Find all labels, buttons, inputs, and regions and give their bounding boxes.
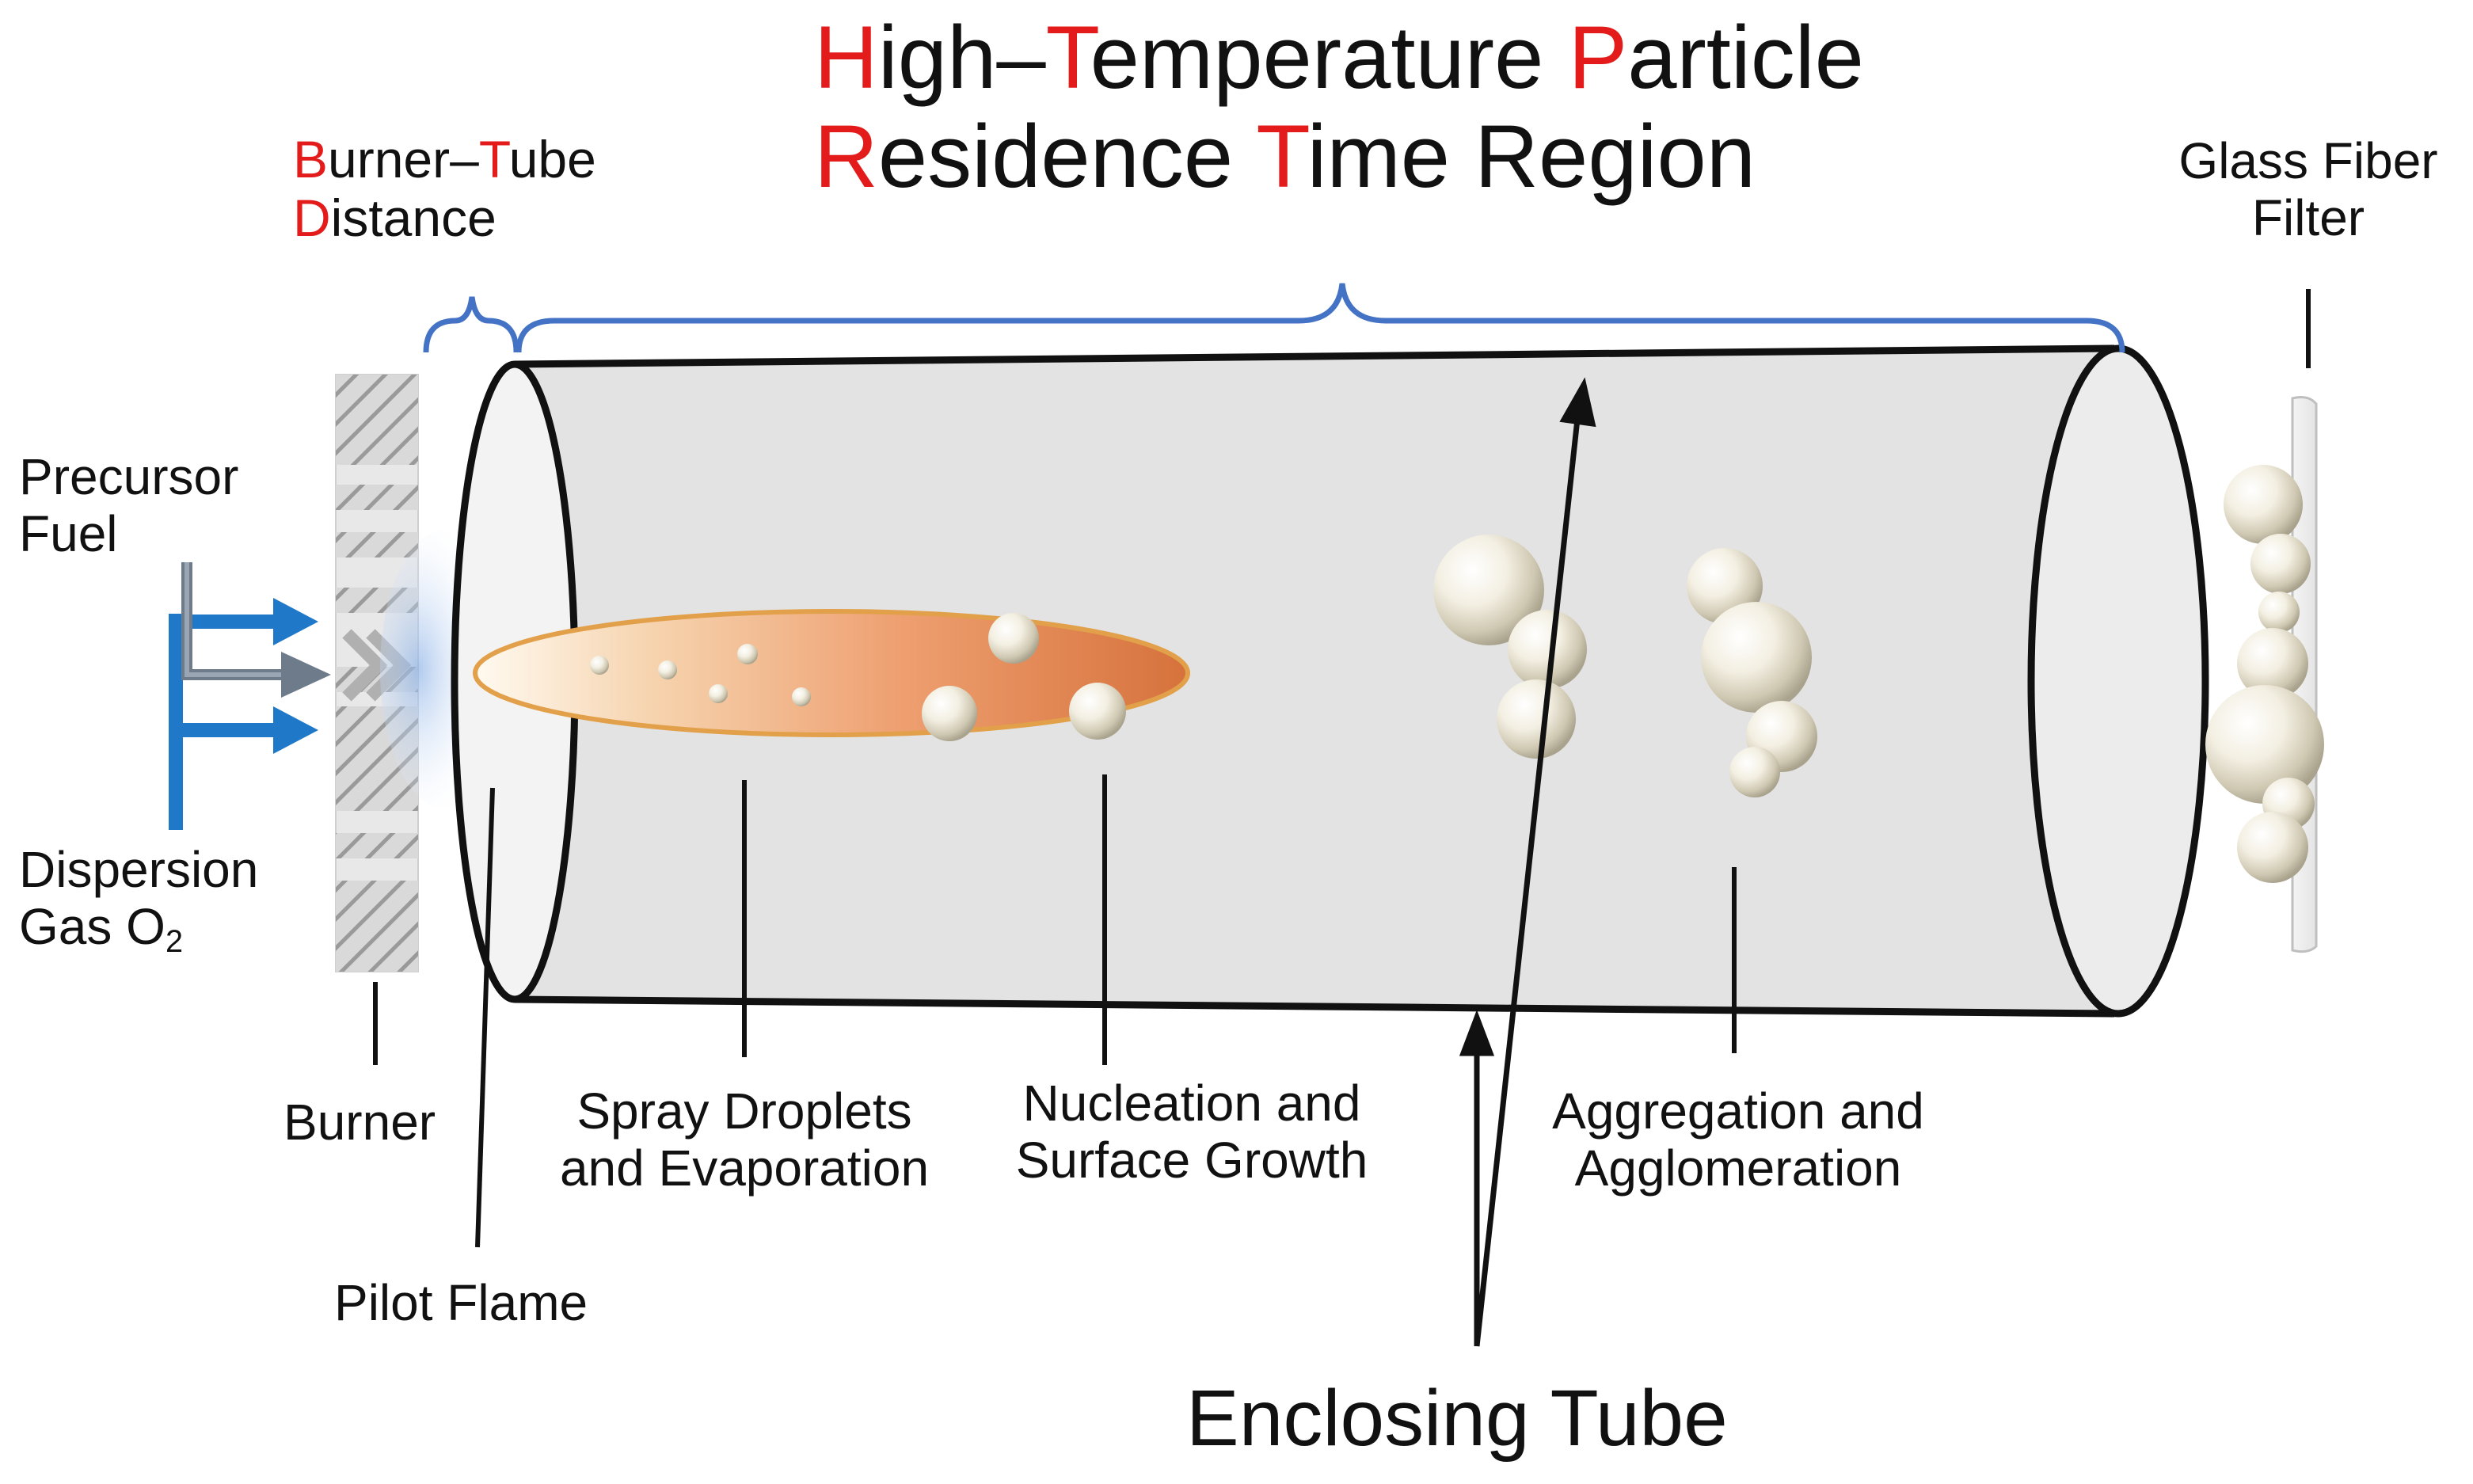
diagram-title: High–Temperature Particle Residence Time…	[814, 8, 1864, 207]
enclosing-tube-label: Enclosing Tube	[1186, 1374, 1728, 1463]
precursor-line-1: Precursor	[19, 448, 239, 505]
dispersion-subscript: 2	[165, 923, 184, 959]
aggregation-label: Aggregation and Agglomeration	[1493, 1083, 1984, 1197]
accent-letter: T	[478, 130, 509, 188]
accent-letter: P	[1568, 8, 1628, 107]
burner-tube-distance-brace	[423, 296, 519, 353]
spray-droplets-label: Spray Droplets and Evaporation	[507, 1083, 982, 1197]
precursor-line-2: Fuel	[19, 504, 118, 562]
text-run: urner–	[328, 130, 479, 188]
aggregation-line-2: Agglomeration	[1574, 1139, 1902, 1197]
dispersion-line-2: Gas O	[19, 897, 166, 955]
burner-tube-line-1: Burner–Tube	[293, 130, 596, 188]
title-line-1: High–Temperature Particle	[814, 8, 1864, 107]
accent-letter: B	[293, 130, 329, 188]
aggregate-particles-1	[1433, 535, 1587, 759]
accent-letter: H	[814, 8, 878, 107]
dispersion-gas-label: Dispersion Gas O2	[19, 841, 259, 959]
accent-letter: D	[293, 188, 331, 247]
nucleation-particles	[922, 613, 1126, 741]
text-run: article	[1627, 8, 1864, 107]
burner-tube-line-2: Distance	[293, 188, 497, 247]
glass-fiber-line-1: Glass Fiber	[2178, 132, 2438, 189]
precursor-fuel-arrow	[181, 562, 331, 698]
title-line-2: Residence Time Region	[814, 107, 1756, 206]
text-run: emperature	[1090, 8, 1569, 107]
burner-tube-distance-label: Burner–Tube Distance	[293, 130, 596, 248]
aggregate-particles-2	[1687, 548, 1817, 797]
precursor-fuel-label: Precursor Fuel	[19, 448, 239, 562]
spray-line-2: and Evaporation	[559, 1139, 930, 1197]
text-run: ime Region	[1307, 107, 1756, 207]
residence-time-brace	[516, 283, 2125, 353]
text-run: istance	[330, 188, 497, 247]
filter-particles	[2205, 465, 2324, 883]
accent-letter: T	[1256, 107, 1307, 207]
leader-lines	[373, 774, 1737, 1248]
text-run: igh–	[877, 8, 1046, 107]
dispersion-line-1: Dispersion	[19, 841, 259, 898]
enclosing-tube	[451, 344, 2209, 1018]
pilot-flame-label: Pilot Flame	[334, 1274, 588, 1331]
glass-fiber-line-2: Filter	[2251, 188, 2365, 246]
spray-droplets	[590, 644, 811, 706]
nucleation-label: Nucleation and Surface Growth	[954, 1075, 1429, 1189]
dispersion-gas-arrows	[169, 598, 318, 830]
text-run: ube	[508, 130, 596, 188]
aggregation-line-1: Aggregation and	[1552, 1083, 1924, 1140]
burner-label: Burner	[283, 1094, 436, 1151]
nucleation-line-1: Nucleation and	[1022, 1075, 1361, 1132]
accent-letter: R	[814, 107, 878, 207]
enclosing-tube-arrows	[1459, 377, 1596, 1347]
text-run: esidence	[877, 107, 1257, 207]
spray-line-1: Spray Droplets	[576, 1083, 912, 1140]
nucleation-line-2: Surface Growth	[1015, 1131, 1368, 1189]
accent-letter: T	[1045, 8, 1090, 107]
glass-fiber-filter-label: Glass Fiber Filter	[2150, 132, 2467, 246]
